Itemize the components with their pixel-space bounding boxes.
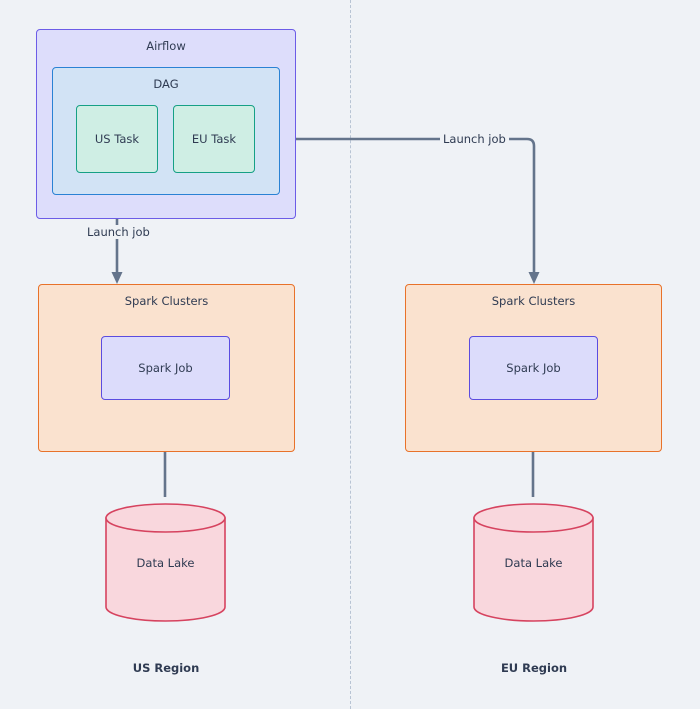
us-spark-job-node[interactable]: Spark Job — [101, 336, 230, 400]
us-spark-job-label: Spark Job — [138, 361, 193, 375]
us-spark-clusters-label: Spark Clusters — [124, 294, 209, 308]
edge-eu-launch-job — [255, 137, 540, 284]
us-data-lake-label: Data Lake — [136, 555, 195, 570]
eu-spark-clusters-label: Spark Clusters — [491, 294, 576, 308]
dag-label: DAG — [153, 77, 179, 91]
airflow-label: Airflow — [146, 39, 186, 53]
eu-data-lake-node[interactable]: Data Lake — [473, 503, 594, 622]
eu-spark-job-label: Spark Job — [506, 361, 561, 375]
eu-spark-job-node[interactable]: Spark Job — [469, 336, 598, 400]
eu-data-lake-label: Data Lake — [504, 555, 563, 570]
region-divider — [350, 0, 351, 709]
us-data-lake-node[interactable]: Data Lake — [105, 503, 226, 622]
us-launch-job-edge-label: Launch job — [84, 225, 153, 239]
eu-task-label: EU Task — [191, 132, 237, 146]
eu-region-title: EU Region — [500, 661, 568, 675]
us-task-node[interactable]: US Task — [76, 105, 158, 173]
cylinder-shape — [473, 503, 594, 622]
eu-launch-job-edge-label: Launch job — [440, 132, 509, 146]
us-task-label: US Task — [94, 132, 140, 146]
cylinder-shape — [105, 503, 226, 622]
eu-task-node[interactable]: EU Task — [173, 105, 255, 173]
us-region-title: US Region — [132, 661, 200, 675]
